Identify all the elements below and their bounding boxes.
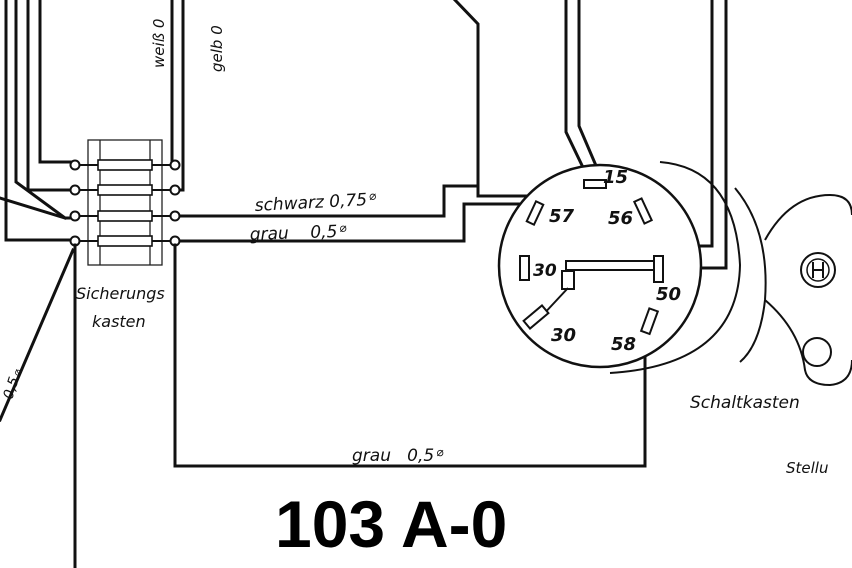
fuse-box-frame — [87, 139, 163, 266]
terminal-label-30a: 30 — [533, 261, 557, 281]
fuse-box-label-line2: kasten — [92, 312, 146, 331]
contact-30a — [519, 255, 530, 281]
contact-15 — [583, 179, 607, 189]
switch-box: 15 57 56 30 50 30 58 — [497, 161, 767, 374]
mounting-hole — [802, 337, 832, 367]
fuse-row-1 — [69, 159, 181, 171]
partial-label-right: Stellu — [786, 459, 828, 477]
terminal-label-56: 56 — [608, 208, 633, 229]
contact-pivot — [561, 270, 575, 290]
terminal-label-50: 50 — [656, 284, 681, 305]
contact-58 — [639, 307, 660, 336]
switch-box-body — [609, 161, 742, 374]
switch-box-label: Schaltkasten — [690, 393, 800, 413]
terminal-label-57: 57 — [549, 206, 575, 227]
fuse-box — [69, 139, 181, 266]
label-grau-bottom: grau 0,5⌀ — [352, 445, 444, 466]
terminal-label-58: 58 — [611, 334, 636, 355]
wire-diagonal-left — [0, 248, 75, 422]
fuse-row-3 — [69, 210, 181, 222]
left-wire-bundle — [0, 0, 185, 242]
wire-grau-bottom — [173, 243, 647, 468]
label-grau-top: grau 0,5⌀ — [249, 221, 347, 245]
contact-50 — [653, 255, 664, 283]
contact-bar — [565, 260, 657, 271]
terminal-label-15: 15 — [603, 167, 628, 188]
fuse-row-4 — [69, 235, 181, 247]
label-schwarz: schwarz 0,75⌀ — [254, 189, 377, 216]
terminal-label-30b: 30 — [551, 325, 576, 346]
fuse-row-2 — [69, 184, 181, 196]
diagram-title: 103 A-0 — [275, 487, 507, 561]
contact-57 — [525, 200, 545, 226]
label-gelb: gelb 0 — [208, 25, 226, 72]
fuse-box-label-line1: Sicherungs — [76, 284, 165, 303]
contact-30b — [522, 304, 550, 330]
wire-schwarz — [178, 184, 477, 218]
mounting-bracket — [764, 193, 852, 387]
label-left-diagonal: 0,5⌀ — [1, 367, 26, 402]
contact-56 — [632, 197, 654, 225]
label-weiss: weiß 0 — [150, 19, 168, 68]
